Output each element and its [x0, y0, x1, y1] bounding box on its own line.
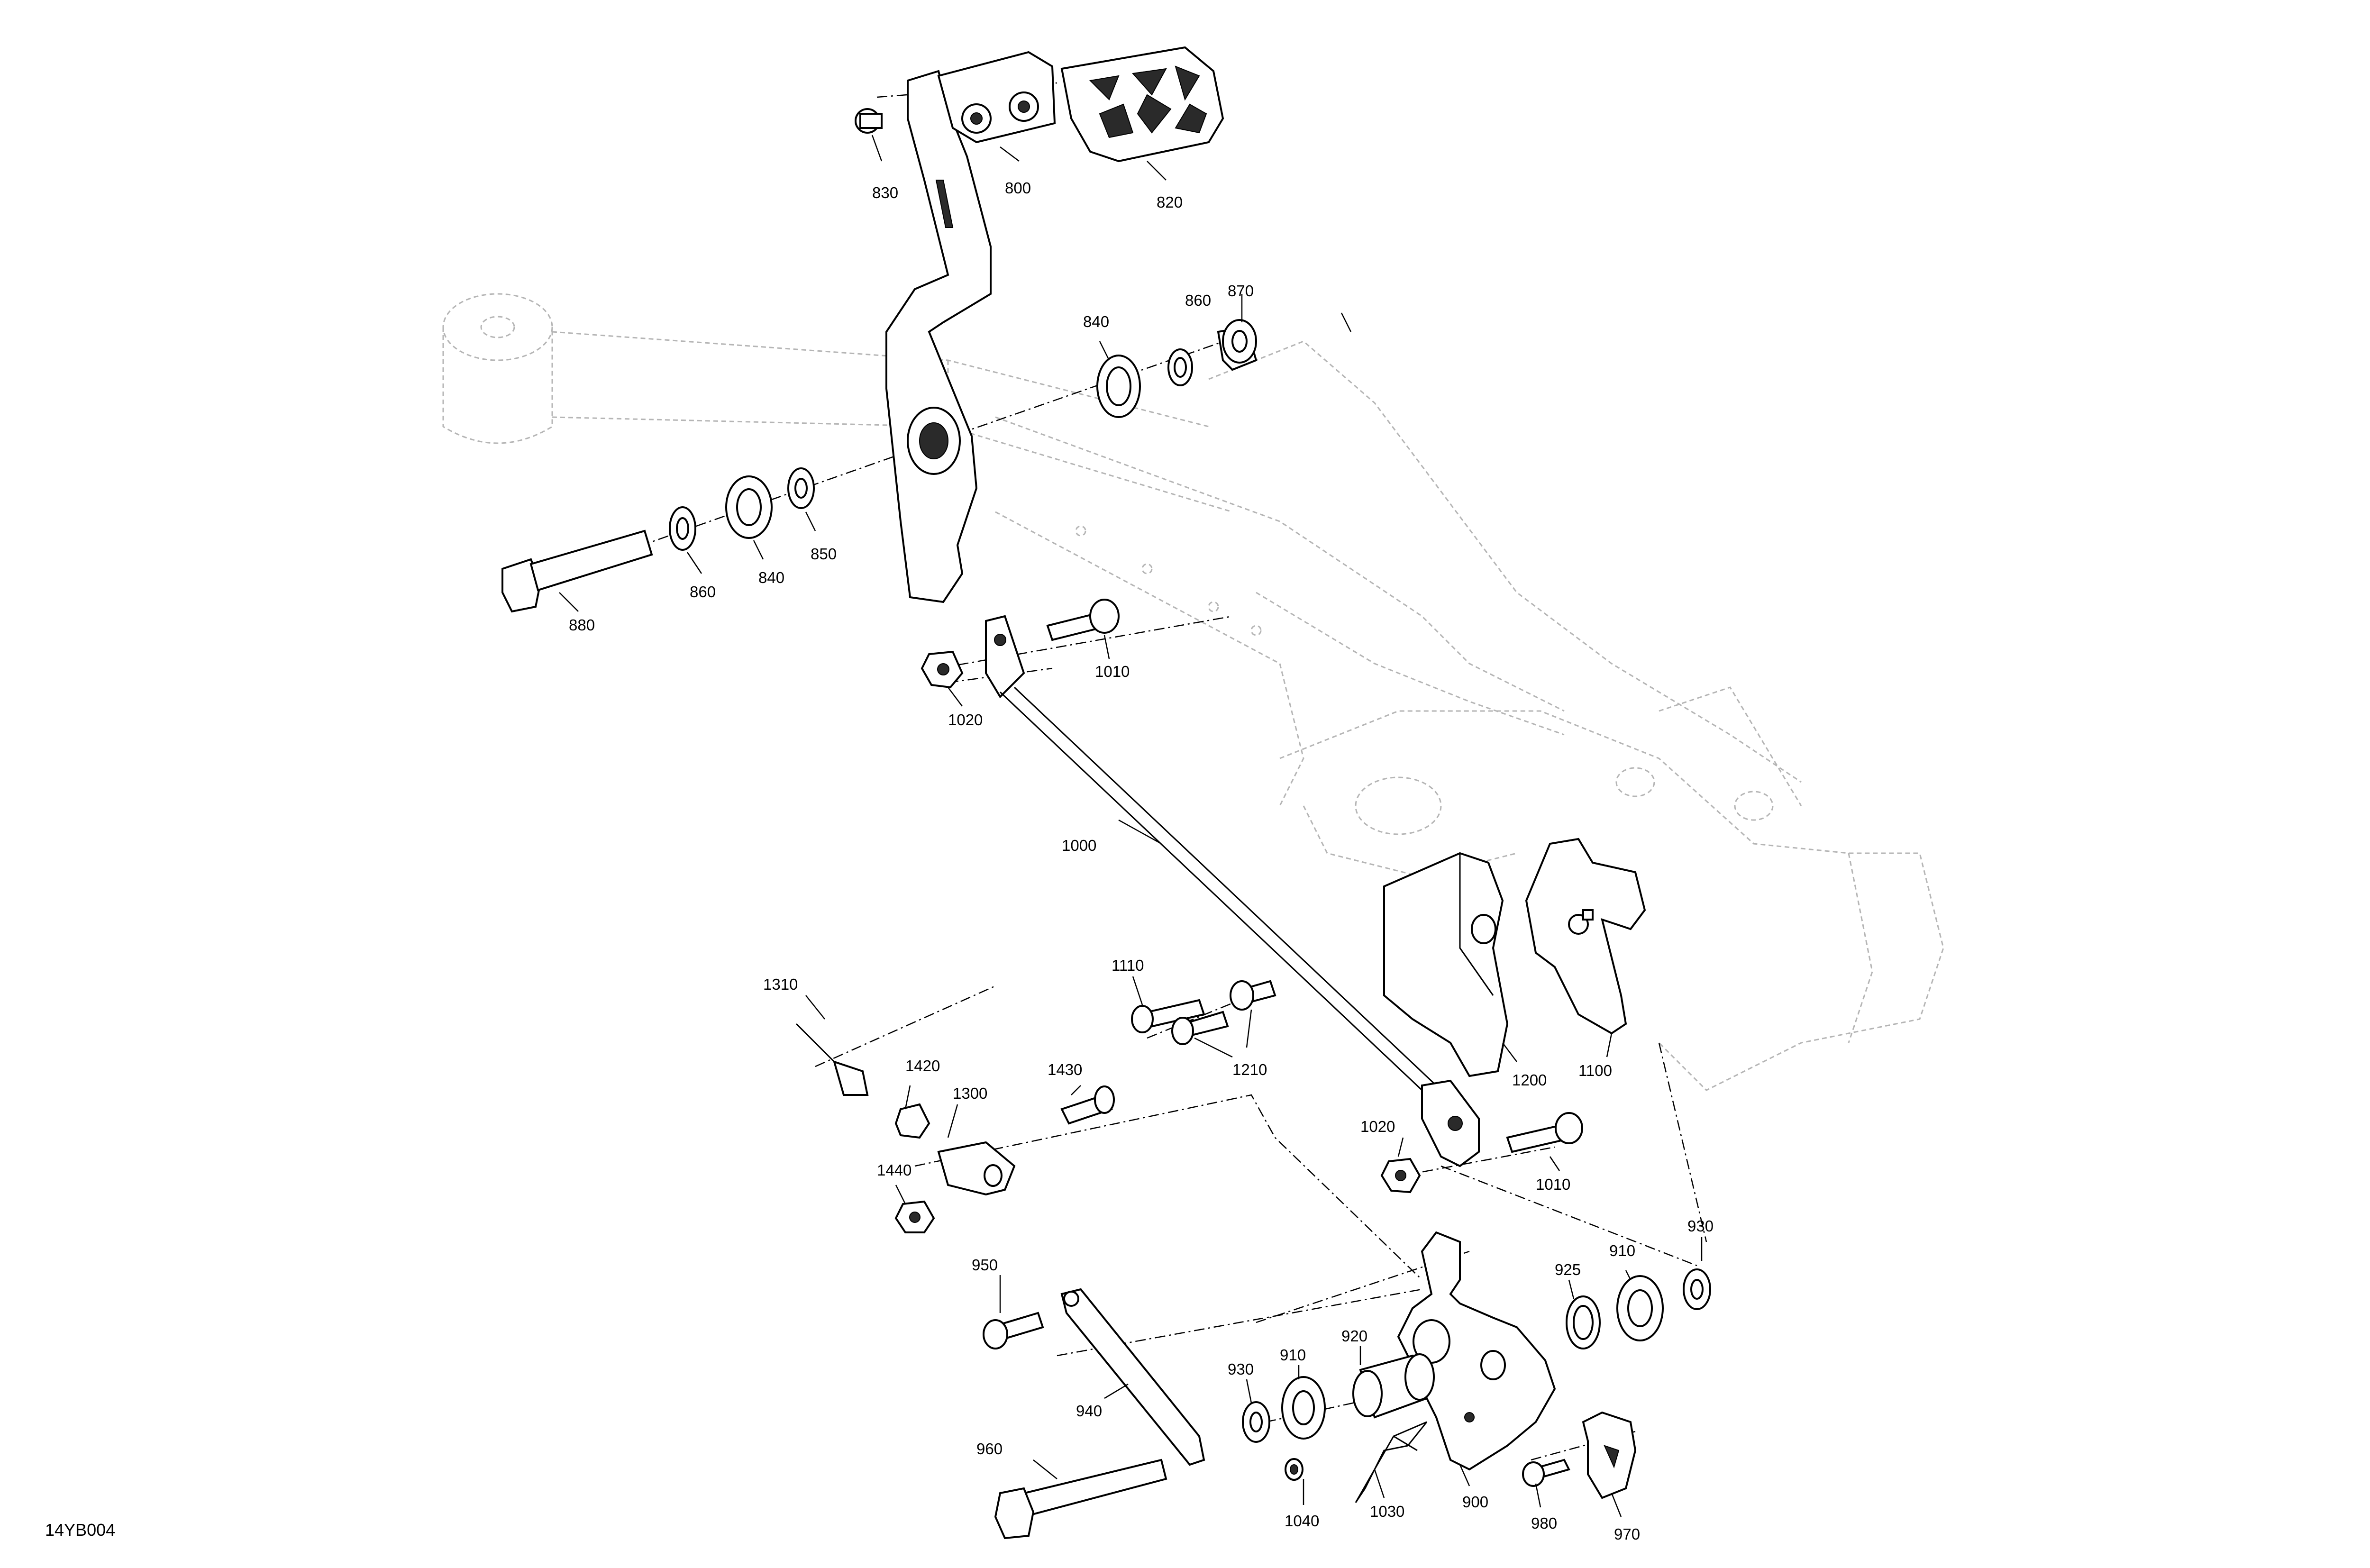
callout-1030: 1030 [1370, 1503, 1404, 1520]
callout-1000: 1000 [1062, 837, 1096, 854]
upper-bearing-stack [1096, 319, 1258, 418]
callout-930-left: 930 [1228, 1360, 1254, 1378]
figure-reference: 14YB004 [45, 1520, 115, 1540]
leader-lines [559, 135, 1703, 1517]
clip-1030 [1355, 1421, 1428, 1503]
brake-rod [985, 615, 1480, 1167]
callout-850: 850 [811, 545, 837, 563]
nut-1020-upper [921, 650, 964, 689]
callout-910-right: 910 [1609, 1242, 1635, 1259]
pedal-pad [1060, 46, 1224, 163]
bracket-970 [1582, 1411, 1637, 1499]
callout-1440: 1440 [877, 1161, 912, 1179]
callout-1300: 1300 [953, 1085, 987, 1102]
washer-1040 [1285, 1458, 1304, 1481]
lever-900 [1397, 1231, 1556, 1471]
pin-830 [855, 108, 883, 134]
cover-1200 [1383, 852, 1509, 1077]
nut-1020-lower [1380, 1158, 1421, 1194]
callout-1210: 1210 [1232, 1061, 1267, 1078]
callout-830: 830 [872, 184, 898, 201]
callout-1110: 1110 [1112, 957, 1144, 974]
callout-800: 800 [1005, 179, 1031, 197]
lower-bearing-stack [669, 467, 815, 551]
callout-1200: 1200 [1512, 1071, 1547, 1089]
frame-ghost [442, 293, 1944, 1091]
callout-930-right: 930 [1687, 1217, 1714, 1235]
link-arm-940 [1060, 1288, 1205, 1466]
pin-1010-upper [1046, 599, 1120, 641]
callout-1420: 1420 [905, 1057, 940, 1075]
bolt-880 [501, 529, 653, 613]
assembly-axis-lines [602, 82, 1707, 1461]
callout-1430: 1430 [1048, 1061, 1082, 1078]
callout-970: 970 [1614, 1525, 1640, 1543]
callout-860-upper: 860 [1185, 292, 1211, 309]
clevis-1300-assembly [795, 1023, 1115, 1233]
bolt-950 [983, 1312, 1044, 1349]
pin-1010-lower [1506, 1112, 1583, 1153]
callout-1310: 1310 [763, 975, 798, 993]
callout-870: 870 [1228, 282, 1254, 300]
lower-left-bearing-stack [1242, 1353, 1435, 1443]
callout-1100: 1100 [1578, 1062, 1612, 1079]
bolt-980 [1522, 1459, 1570, 1487]
bracket-1100 [1525, 838, 1646, 1035]
callout-1040: 1040 [1285, 1512, 1319, 1530]
callout-1010-lower: 1010 [1536, 1176, 1570, 1193]
callout-980: 980 [1531, 1514, 1557, 1532]
callout-labels: 800 820 830 840 860 870 840 850 860 880 … [569, 179, 1714, 1543]
right-bearing-stack [1566, 1268, 1711, 1349]
callout-820: 820 [1157, 193, 1183, 211]
callout-920: 920 [1341, 1327, 1367, 1345]
callout-950: 950 [972, 1256, 998, 1274]
callout-940: 940 [1076, 1402, 1102, 1420]
callout-840-lower: 840 [758, 569, 784, 586]
callout-840-upper: 840 [1083, 313, 1109, 330]
callout-910-left: 910 [1280, 1346, 1306, 1364]
callout-900: 900 [1462, 1493, 1488, 1511]
pin-960 [994, 1459, 1167, 1540]
callout-1020-lower: 1020 [1360, 1118, 1395, 1135]
callout-960: 960 [976, 1440, 1003, 1458]
callout-1010-upper: 1010 [1095, 663, 1130, 680]
callout-1020-upper: 1020 [948, 711, 983, 729]
brake-pedal-lever [885, 51, 1056, 603]
bolts-1110-1210 [1131, 980, 1276, 1045]
callout-880: 880 [569, 616, 595, 634]
callout-925: 925 [1555, 1261, 1581, 1278]
callout-860-lower: 860 [690, 583, 716, 601]
